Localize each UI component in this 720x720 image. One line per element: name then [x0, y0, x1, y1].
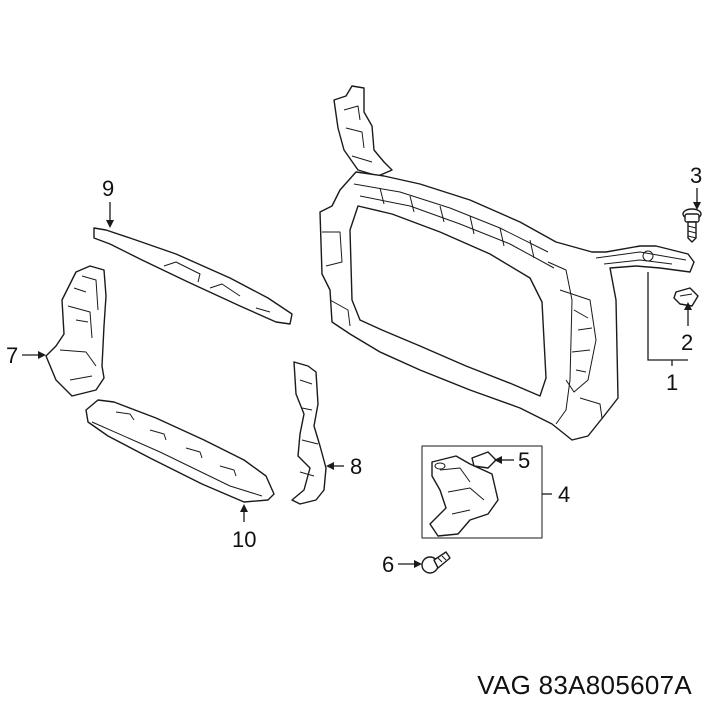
leader-1	[647, 272, 688, 366]
right-air-guide-part	[291, 361, 327, 505]
callout-10: 10	[232, 527, 256, 552]
callout-7: 7	[6, 343, 18, 368]
leader-lines	[22, 188, 701, 568]
part-number-caption: VAG 83A805607A	[477, 670, 692, 700]
callout-3: 3	[690, 163, 702, 188]
lock-carrier-part	[319, 85, 695, 441]
bracket-group-box	[421, 445, 543, 539]
retainer-part	[471, 451, 497, 469]
screw-part	[682, 208, 702, 243]
left-air-guide-part	[45, 265, 107, 397]
callout-4: 4	[558, 482, 570, 507]
callout-9: 9	[102, 176, 114, 201]
callout-1: 1	[666, 370, 678, 395]
callout-8: 8	[350, 454, 362, 479]
bolt-part	[421, 551, 451, 574]
callout-2: 2	[681, 330, 693, 355]
upper-cover-part	[93, 227, 293, 325]
clip-part	[673, 287, 699, 307]
callout-6: 6	[382, 552, 394, 577]
callout-5: 5	[518, 448, 530, 473]
lower-deflector-part	[85, 399, 275, 503]
